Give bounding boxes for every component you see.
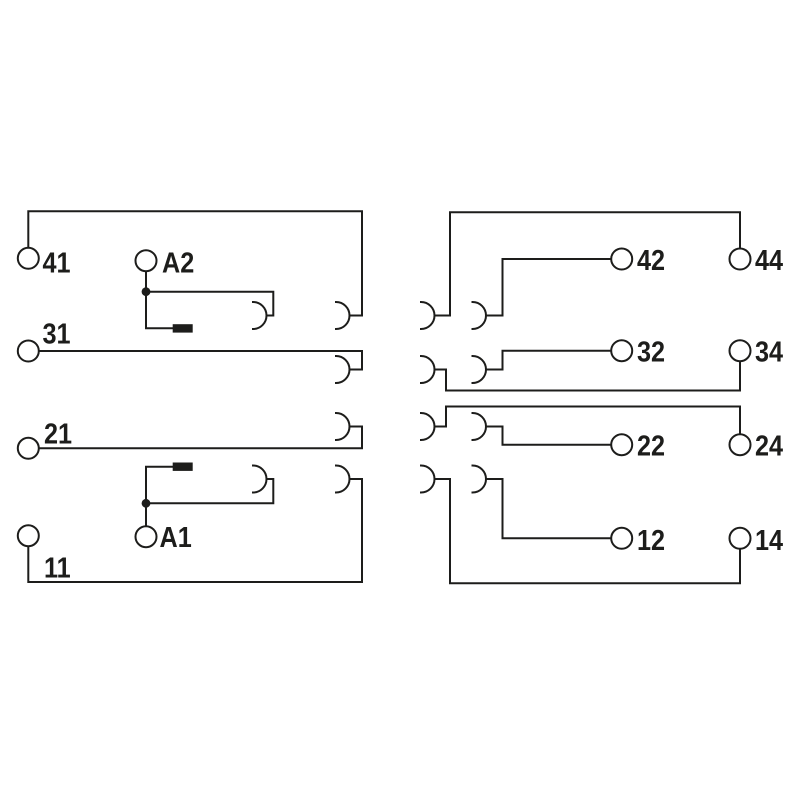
- wire-terminal-11: [27, 478, 363, 583]
- contact-arc-a1: [251, 464, 268, 494]
- terminal-circle-41: [16, 246, 40, 270]
- wire-terminal-32: [485, 349, 613, 371]
- contact-arc-22: [471, 411, 487, 442]
- terminal-circle-34: [728, 339, 752, 363]
- label-a1: A1: [160, 520, 192, 553]
- terminal-circle-44: [728, 247, 752, 271]
- contact-arc-21: [334, 411, 351, 442]
- right-circuit: [419, 211, 741, 585]
- label-12: 12: [637, 523, 665, 556]
- label-14: 14: [755, 523, 783, 556]
- contact-arc-42: [471, 300, 487, 331]
- label-32: 32: [637, 335, 665, 368]
- contact-arc-44: [419, 300, 436, 331]
- label-41: 41: [43, 246, 71, 279]
- contact-arc-a2: [251, 300, 268, 331]
- terminal-circle-11: [16, 524, 40, 548]
- wire-terminal-24: [433, 405, 741, 436]
- contact-arc-32: [471, 354, 487, 385]
- label-24: 24: [755, 429, 783, 462]
- terminal-circle-24: [728, 433, 752, 457]
- wire-terminal-14: [433, 478, 741, 585]
- contact-arc-24: [419, 411, 436, 442]
- contact-arc-34: [419, 354, 436, 385]
- terminal-circle-42: [610, 247, 634, 271]
- contact-arc-31: [334, 354, 351, 385]
- terminal-circle-14: [728, 526, 752, 550]
- wire-a1-armature: [145, 478, 275, 505]
- left-circuit: [27, 210, 363, 583]
- terminal-labels: 41 A2 31 21 11 A1 42 44 32 34 22 24 12 1…: [43, 243, 784, 583]
- wire-terminal-21: [37, 425, 363, 450]
- label-44: 44: [755, 243, 783, 276]
- coil-symbol-a2: [172, 324, 193, 333]
- label-22: 22: [637, 429, 665, 462]
- wire-terminal-12: [485, 478, 613, 540]
- junction-dot-a2: [141, 287, 151, 297]
- wire-a2-coil: [145, 270, 174, 330]
- label-a2: A2: [162, 246, 194, 279]
- terminal-circle-32: [610, 339, 634, 363]
- terminal-circle-a2: [134, 249, 158, 273]
- junction-dot-a1: [141, 498, 151, 508]
- terminal-circle-12: [610, 526, 634, 550]
- contact-arc-14: [419, 464, 436, 494]
- wire-a1-coil: [145, 465, 174, 528]
- label-31: 31: [43, 317, 71, 350]
- label-21: 21: [44, 417, 72, 450]
- terminal-circle-31: [16, 339, 40, 363]
- wire-terminal-31: [37, 350, 363, 371]
- terminal-circles: [16, 246, 752, 550]
- contact-arc-41: [334, 300, 351, 331]
- terminal-circle-21: [16, 436, 40, 460]
- terminal-circle-a1: [134, 525, 158, 549]
- contact-arc-11: [334, 464, 351, 494]
- label-11: 11: [44, 551, 71, 584]
- wire-terminal-22: [485, 425, 613, 446]
- contact-arc-12: [471, 464, 487, 494]
- terminal-circle-22: [610, 433, 634, 457]
- wire-terminal-34: [433, 360, 741, 392]
- wire-terminal-44: [433, 211, 741, 317]
- label-42: 42: [637, 243, 665, 276]
- wire-terminal-42: [485, 258, 613, 317]
- label-34: 34: [755, 335, 783, 368]
- coil-symbol-a1: [172, 462, 193, 471]
- wire-terminal-41: [27, 210, 363, 317]
- wire-a2-armature: [145, 290, 275, 317]
